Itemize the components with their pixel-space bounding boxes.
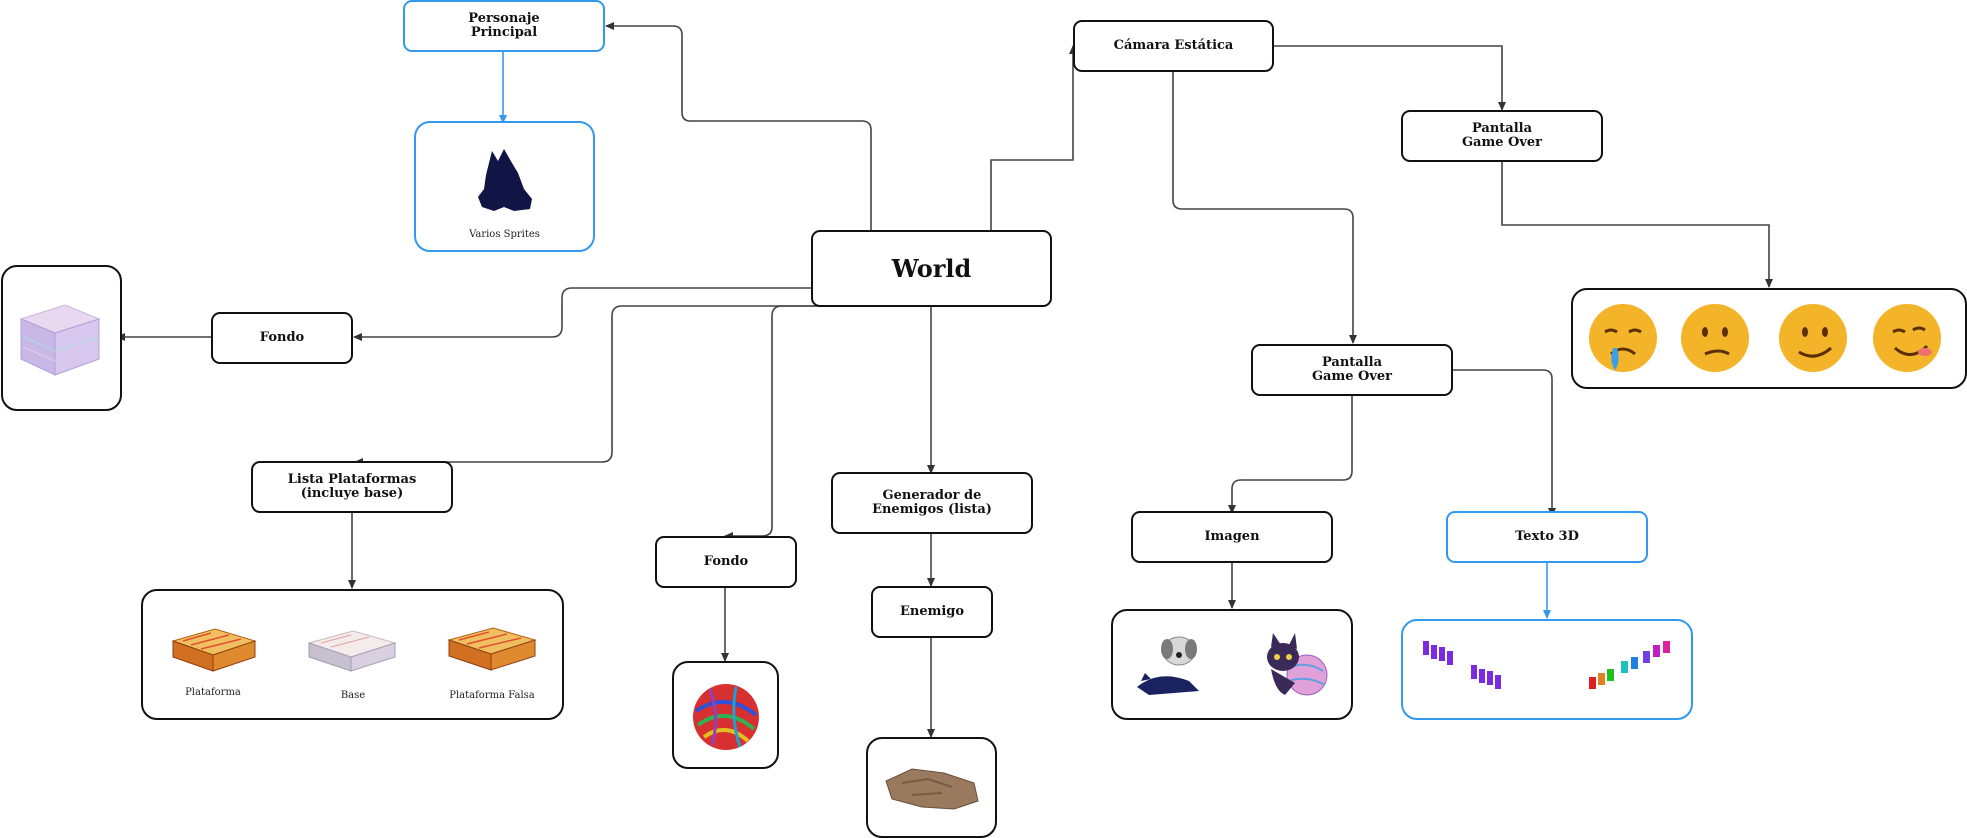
text3d-box — [1401, 619, 1693, 720]
node-world[interactable]: World — [811, 230, 1052, 307]
yarn-ball-icon — [693, 684, 759, 750]
platform-tile-icon — [171, 628, 257, 672]
caption-base: Base — [340, 690, 366, 701]
node-camara-estatica[interactable]: Cámara Estática — [1073, 20, 1274, 72]
emoji-face-icon — [1873, 304, 1941, 372]
edge-pantalla-imagen — [1228, 396, 1353, 514]
dog-and-cat-icon — [1137, 636, 1199, 695]
crystal-cube-icon — [19, 304, 101, 376]
edge-camara-pantalla-mid — [1172, 72, 1357, 344]
3d-letters-icon — [1423, 641, 1501, 689]
node-fondo-left[interactable]: Fondo — [211, 312, 353, 364]
node-lista-plataformas[interactable]: Lista Plataformas (incluye base) — [251, 461, 453, 513]
emoji-face-icon — [1779, 304, 1847, 372]
yarn-box — [672, 661, 779, 769]
fondo-cube-box — [1, 265, 122, 411]
3d-letters-icon — [1589, 641, 1670, 689]
platforms-box: Plataforma Base Plataforma Falsa — [141, 589, 564, 720]
node-enemigo[interactable]: Enemigo — [871, 586, 993, 638]
caption-varios-sprites: Varios Sprites — [469, 229, 540, 240]
edge-world-fondo-left — [353, 287, 811, 341]
rock-box — [866, 737, 997, 838]
caption-plataforma: Plataforma — [185, 687, 241, 698]
node-generador-enemigos[interactable]: Generador de Enemigos (lista) — [831, 472, 1033, 534]
edge-world-camara — [990, 45, 1077, 230]
emoji-face-icon — [1681, 304, 1749, 372]
platform-tile-icon — [447, 627, 537, 671]
cat-silhouette-icon — [478, 149, 532, 211]
dog-and-cat-icon — [1267, 633, 1328, 696]
edge-pantalla-emojis — [1501, 161, 1773, 288]
edge-pantalla-texto3d — [1453, 369, 1556, 517]
node-fondo-mid[interactable]: Fondo — [655, 536, 797, 588]
node-pantalla-game-over-mid[interactable]: Pantalla Game Over — [1251, 344, 1453, 396]
edge-world-personaje — [605, 22, 872, 230]
node-imagen[interactable]: Imagen — [1131, 511, 1333, 563]
node-personaje-principal[interactable]: Personaje Principal — [403, 0, 605, 52]
sprites-box: Varios Sprites — [414, 121, 595, 252]
emoji-box — [1571, 288, 1967, 389]
edge-camara-pantalla-top — [1273, 45, 1506, 111]
node-texto-3d[interactable]: Texto 3D — [1446, 511, 1648, 563]
emoji-face-icon — [1589, 304, 1657, 372]
node-pantalla-game-over-top[interactable]: Pantalla Game Over — [1401, 110, 1603, 162]
rock-icon — [885, 768, 979, 810]
caption-plataforma-falsa: Plataforma Falsa — [449, 690, 535, 701]
images-box — [1111, 609, 1353, 720]
platform-tile-icon — [307, 630, 397, 672]
edge-world-lista — [354, 305, 870, 466]
edge-world-fondo-mid — [724, 305, 870, 540]
